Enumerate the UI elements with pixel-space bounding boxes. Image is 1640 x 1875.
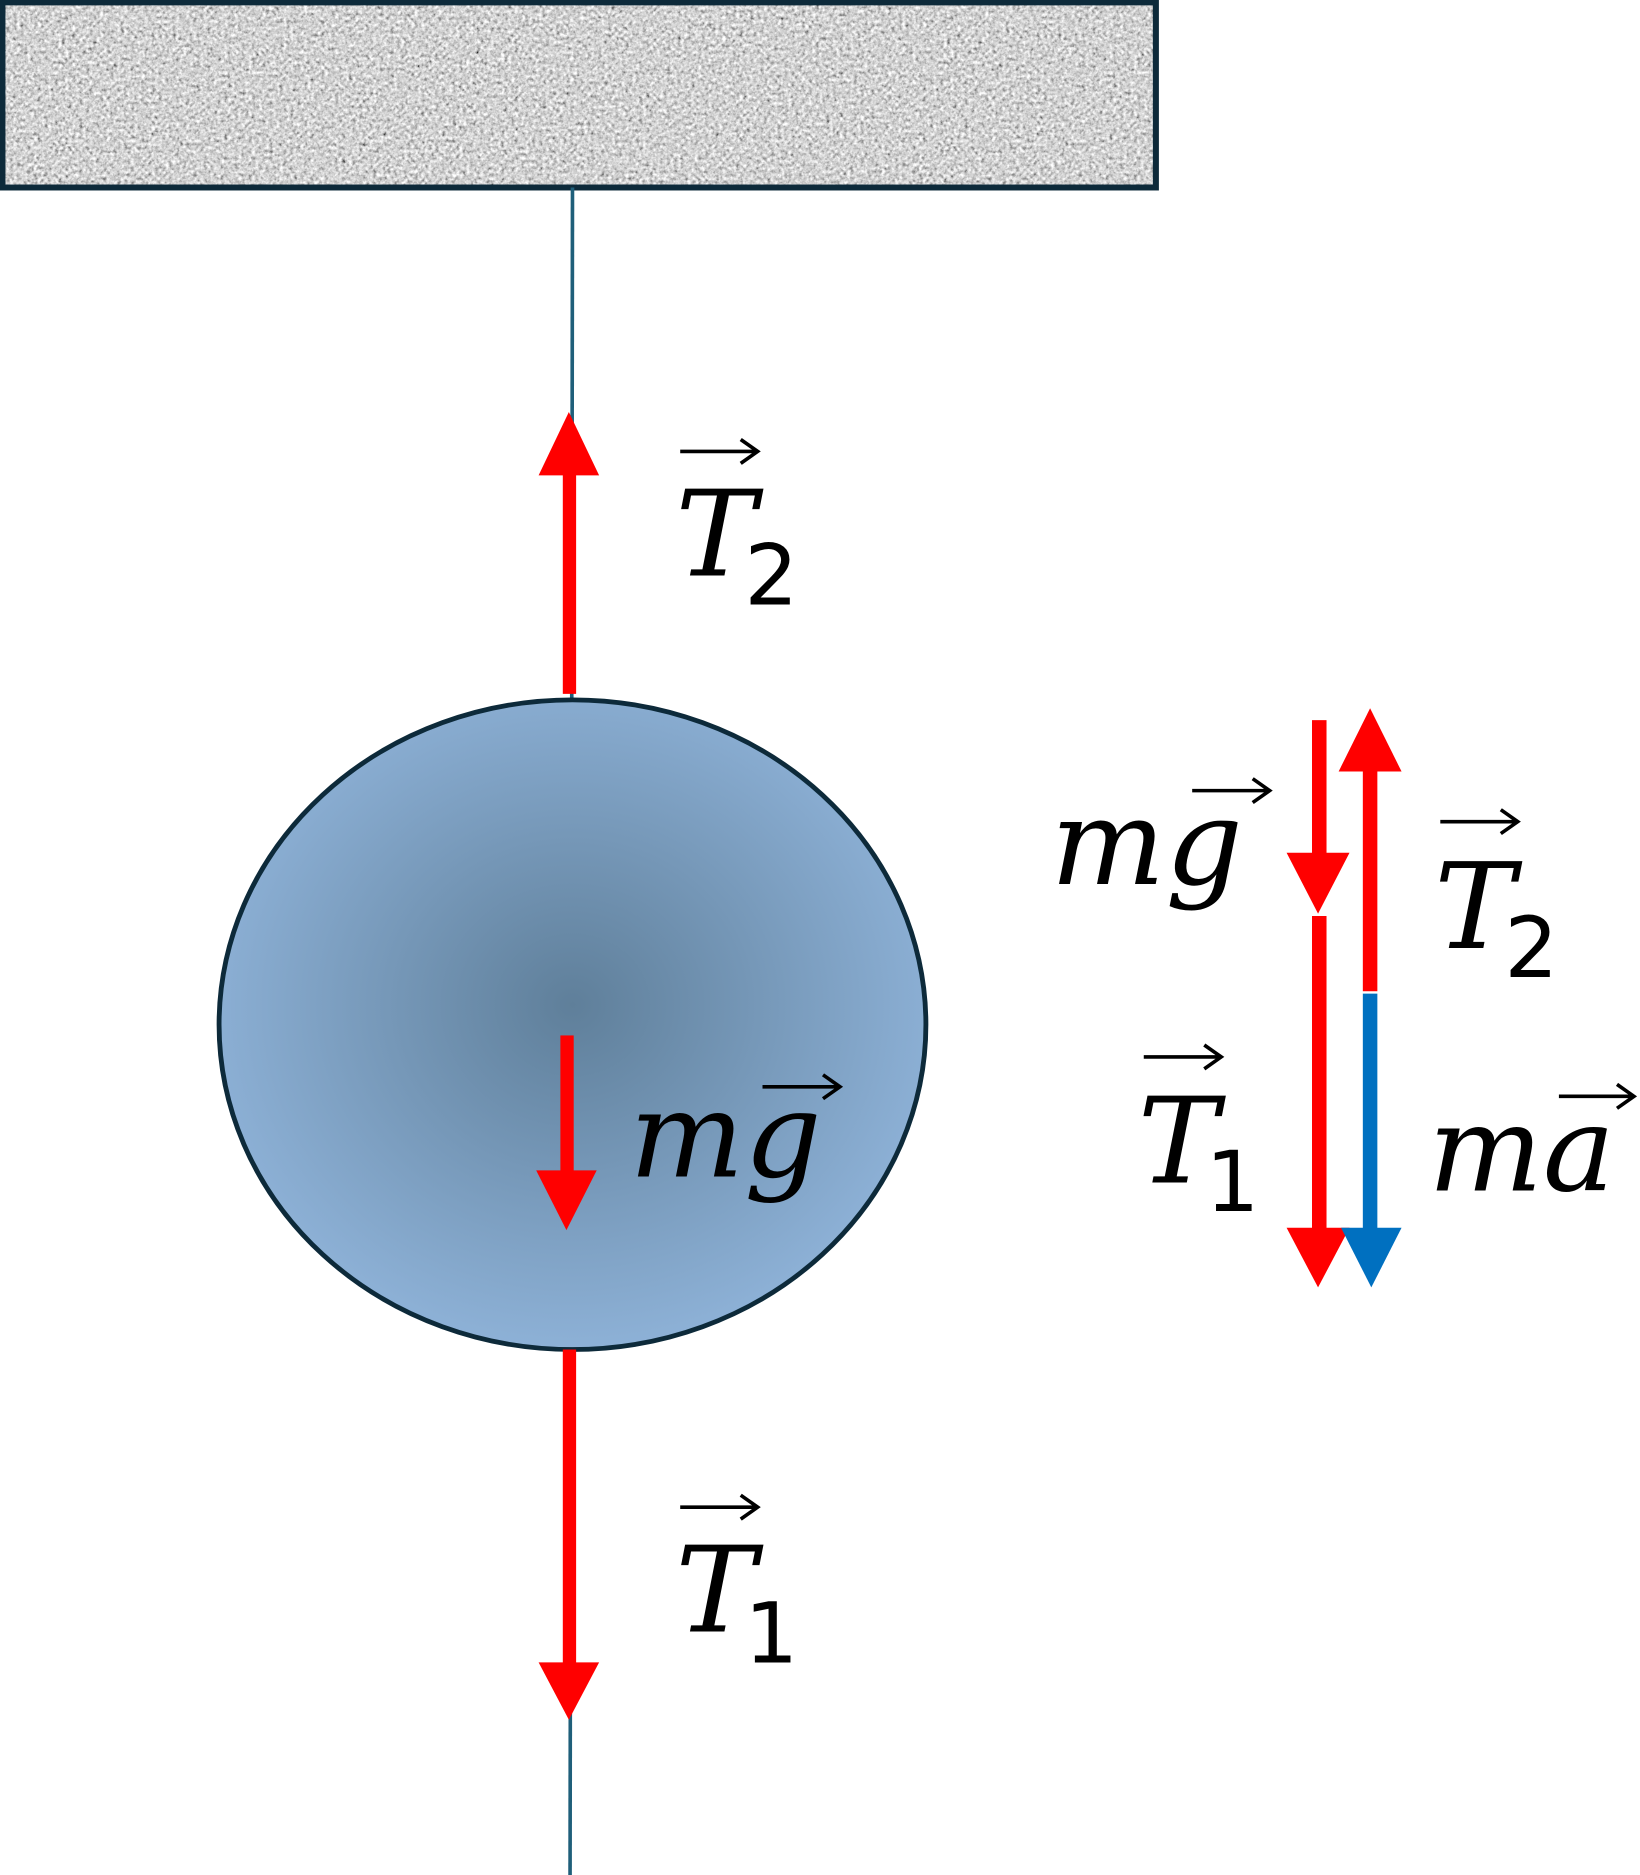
- label-subscript: 2: [744, 527, 798, 624]
- t1-arrow: [538, 1349, 600, 1720]
- t2-arrow: [538, 412, 600, 694]
- label-t2-side: T 2: [1434, 808, 1558, 997]
- side-ma-arrow: [1341, 993, 1402, 1288]
- label-subscript: 1: [1205, 1134, 1259, 1231]
- label-t1-main: T 1: [675, 1493, 798, 1682]
- label-t1-side: T 1: [1138, 1043, 1259, 1231]
- label-symbol: T: [675, 465, 764, 604]
- label-subscript: 2: [1504, 899, 1558, 996]
- ceiling: [0, 0, 1159, 191]
- label-t2-main: T 2: [675, 438, 798, 624]
- mg-arrow: [536, 1035, 597, 1231]
- label-symbol: T: [675, 1521, 764, 1660]
- label-symbol: ma: [1428, 1080, 1615, 1219]
- label-mg-side: mg: [1051, 774, 1273, 913]
- label-subscript: 1: [744, 1585, 798, 1682]
- label-symbol: T: [1434, 838, 1523, 977]
- label-symbol: mg: [629, 1066, 821, 1205]
- side-t1-arrow: [1286, 916, 1350, 1288]
- label-symbol: mg: [1051, 774, 1243, 913]
- label-mg-main: mg: [629, 1066, 844, 1205]
- label-symbol: T: [1138, 1072, 1227, 1211]
- label-ma-side: ma: [1428, 1080, 1638, 1219]
- ball: [216, 697, 929, 1352]
- side-t2-arrow: [1338, 708, 1402, 992]
- side-mg-arrow: [1286, 720, 1350, 914]
